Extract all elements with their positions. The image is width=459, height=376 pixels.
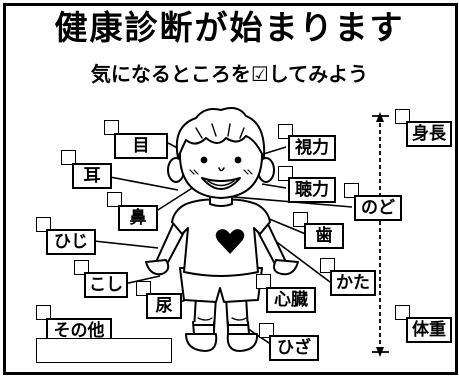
urine-checkbox[interactable] bbox=[136, 281, 151, 296]
weight-label: 体重 bbox=[406, 317, 452, 343]
height-label: 身長 bbox=[406, 121, 452, 147]
waist-checkbox[interactable] bbox=[74, 260, 89, 275]
teeth-label: 歯 bbox=[304, 223, 344, 249]
page-title: 健康診断が始まります bbox=[54, 8, 405, 47]
other-write-in-box[interactable] bbox=[36, 338, 172, 363]
throat-label: のど bbox=[354, 195, 402, 221]
waist-label: こし bbox=[84, 272, 128, 298]
ear-label: 耳 bbox=[72, 163, 112, 189]
ear-checkbox[interactable] bbox=[61, 150, 76, 165]
eye-checkbox[interactable] bbox=[104, 120, 119, 135]
knee-checkbox[interactable] bbox=[259, 323, 274, 338]
child-figure bbox=[145, 107, 299, 352]
elbow-checkbox[interactable] bbox=[36, 217, 51, 232]
heart-icon bbox=[215, 229, 245, 254]
throat-checkbox[interactable] bbox=[344, 183, 359, 198]
height-checkbox[interactable] bbox=[395, 109, 410, 124]
urine-label: 尿 bbox=[146, 293, 182, 319]
other-checkbox[interactable] bbox=[36, 305, 51, 320]
height-ruler bbox=[372, 112, 389, 357]
heart-checkbox[interactable] bbox=[256, 274, 271, 289]
elbow-label: ひじ bbox=[46, 229, 96, 255]
hearing-label: 聴力 bbox=[288, 177, 336, 203]
page-subtitle: 気になるところを☑してみよう bbox=[90, 62, 369, 86]
nose-checkbox[interactable] bbox=[107, 192, 122, 207]
heart-label: 心臓 bbox=[266, 287, 316, 313]
vision-label: 視力 bbox=[288, 135, 336, 161]
shoulder-checkbox[interactable] bbox=[320, 258, 335, 273]
weight-checkbox[interactable] bbox=[395, 305, 410, 320]
knee-label: ひざ bbox=[269, 335, 319, 361]
eye-label: 目 bbox=[114, 133, 168, 159]
nose-label: 鼻 bbox=[118, 205, 158, 231]
shoulder-label: かた bbox=[330, 270, 376, 296]
page-border bbox=[3, 3, 458, 375]
